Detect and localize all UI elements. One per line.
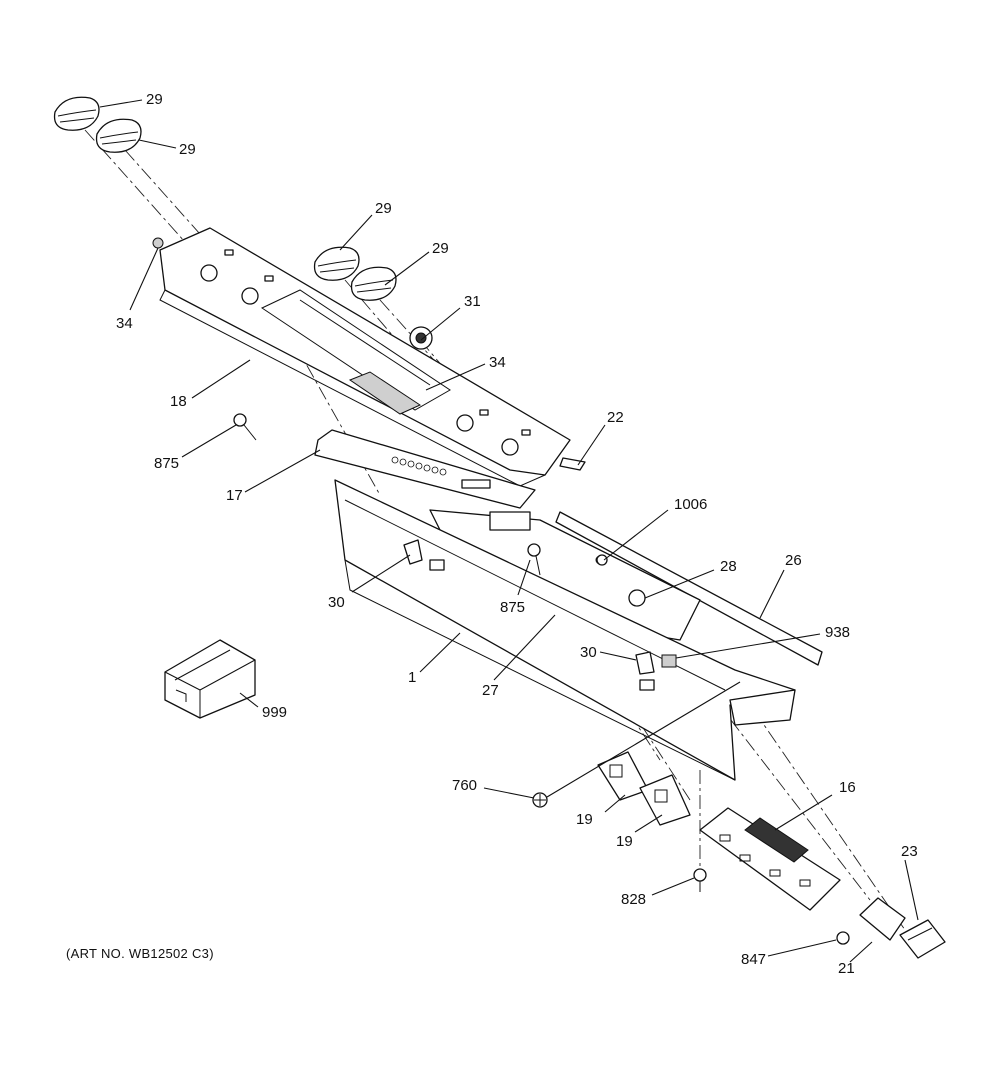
label-30b: 30 [580, 644, 597, 661]
screw-828 [693, 868, 707, 892]
label-18: 18 [170, 393, 187, 410]
label-29a: 29 [146, 91, 163, 108]
part-labels: 29 29 29 29 34 31 34 18 875 22 17 1006 2… [116, 91, 918, 977]
label-26: 26 [785, 552, 802, 569]
label-19b: 19 [616, 833, 633, 850]
leader-lines [99, 99, 919, 963]
control-panel-18 [159, 227, 571, 487]
control-board-16 [699, 807, 841, 911]
label-23: 23 [901, 843, 918, 860]
knob-29-c [313, 246, 360, 281]
screw-875-b [527, 543, 541, 576]
label-31: 31 [464, 293, 481, 310]
frame-1 [334, 479, 796, 781]
connector-23 [899, 919, 946, 959]
grommet-31 [409, 326, 433, 350]
knob-29-a [53, 96, 100, 131]
label-999: 999 [262, 704, 287, 721]
label-21: 21 [838, 960, 855, 977]
label-760: 760 [452, 777, 477, 794]
label-1: 1 [408, 669, 416, 686]
screw-760 [532, 792, 548, 808]
label-30a: 30 [328, 594, 345, 611]
knob-29-d [350, 266, 397, 301]
label-34b: 34 [489, 354, 506, 371]
clip-1006 [596, 554, 608, 566]
switch-21 [859, 897, 906, 941]
label-875b: 875 [500, 599, 525, 616]
label-19a: 19 [576, 811, 593, 828]
rod-26 [555, 511, 823, 666]
knob-29-b [95, 118, 142, 153]
label-29b: 29 [179, 141, 196, 158]
label-16: 16 [839, 779, 856, 796]
label-29c: 29 [375, 200, 392, 217]
lamp-cap-34-a [152, 237, 164, 249]
label-17: 17 [226, 487, 243, 504]
label-29d: 29 [432, 240, 449, 257]
lamp-28 [628, 589, 646, 607]
label-22: 22 [607, 409, 624, 426]
clip-938 [661, 654, 677, 668]
bar-22 [559, 457, 586, 471]
label-938: 938 [825, 624, 850, 641]
lamp-socket-30-a [403, 539, 423, 565]
label-828: 828 [621, 891, 646, 908]
label-847: 847 [741, 951, 766, 968]
carton-999 [164, 639, 256, 719]
label-34a: 34 [116, 315, 133, 332]
label-1006: 1006 [674, 496, 707, 513]
screw-875-a [233, 413, 257, 441]
switch-19-b [639, 774, 691, 826]
label-875a: 875 [154, 455, 179, 472]
label-27: 27 [482, 682, 499, 699]
label-28: 28 [720, 558, 737, 575]
screw-847 [836, 931, 850, 945]
art-number-note: (ART NO. WB12502 C3) [66, 946, 214, 961]
lamp-socket-30-b [635, 651, 655, 675]
switch-19-a [597, 751, 649, 801]
